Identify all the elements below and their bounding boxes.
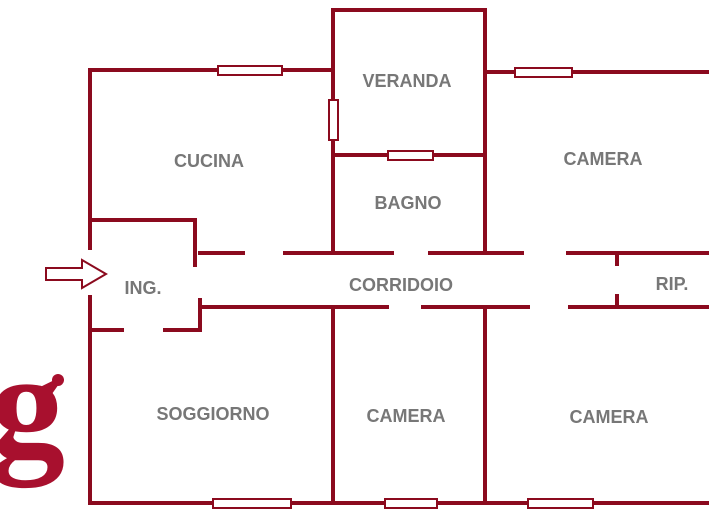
- room-label-camera-top: CAMERA: [564, 149, 643, 169]
- room-label-ingresso: ING.: [124, 278, 161, 298]
- room-label-bagno: BAGNO: [375, 193, 442, 213]
- room-label-ripostiglio: RIP.: [656, 274, 689, 294]
- room-label-cucina: CUCINA: [174, 151, 244, 171]
- arrow-right-icon: [45, 258, 108, 290]
- windows: [212, 65, 594, 509]
- logo: g: [0, 322, 65, 488]
- room-label-camera-mid: CAMERA: [367, 406, 446, 426]
- room-label-veranda: VERANDA: [362, 71, 451, 91]
- room-label-soggiorno: SOGGIORNO: [156, 404, 269, 424]
- svg-text:g: g: [0, 322, 65, 488]
- room-label-corridoio: CORRIDOIO: [349, 275, 453, 295]
- room-label-camera-right: CAMERA: [570, 407, 649, 427]
